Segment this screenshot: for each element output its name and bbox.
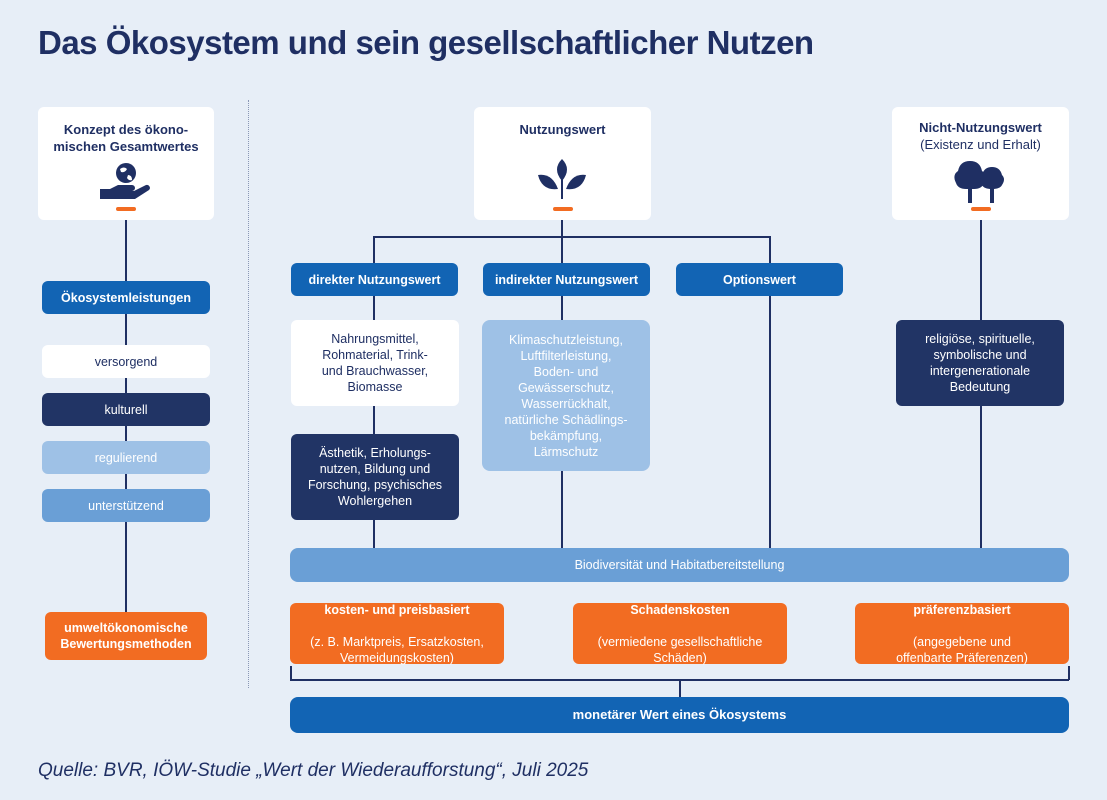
ecosystem-services-heading: Ökosystemleistungen [42, 281, 210, 314]
card-subtitle: (Existenz und Erhalt) [920, 137, 1041, 152]
total-economic-value-card: Konzept des ökono- mischen Gesamtwertes [38, 107, 214, 220]
card-title: Nutzungswert [519, 122, 606, 137]
method-title: präferenzbasiert [913, 602, 1011, 617]
method-damage-costs: Schadenskosten (vermiedene gesellschaftl… [573, 602, 787, 665]
service-type-provisioning: versorgend [42, 345, 210, 378]
method-detail: (vermiedene gesellschaftliche Schäden) [597, 634, 763, 665]
hand-globe-icon [100, 163, 150, 199]
plant-icon [538, 159, 586, 199]
method-cost-based: kosten- und preisbasiert (z. B. Marktpre… [290, 602, 504, 665]
method-detail: (angegebene und offenbarte Präferenzen) [896, 634, 1028, 665]
service-type-cultural: kulturell [42, 393, 210, 426]
bracket-left [290, 666, 292, 680]
option-value-label: Optionswert [676, 263, 843, 296]
method-title: Schadenskosten [630, 602, 730, 617]
trees-icon [954, 161, 1004, 203]
cultural-details: Ästhetik, Erholungs- nutzen, Bildung und… [291, 434, 459, 520]
method-preference-based: präferenzbasiert (angegebene und offenba… [855, 602, 1069, 665]
biodiversity-bar: Biodiversität und Habitatbereitstellung [290, 548, 1069, 582]
column-divider [248, 100, 249, 688]
accent-mark [116, 207, 136, 211]
connector-option [769, 236, 771, 548]
method-title: kosten- und preisbasiert [324, 602, 470, 617]
provisioning-details: Nahrungsmittel, Rohmaterial, Trink- und … [291, 320, 459, 406]
regulating-details: Klimaschutzleistung, Luftfilterleistung,… [482, 320, 650, 471]
indirect-use-value-label: indirekter Nutzungswert [483, 263, 650, 296]
bracket-right [1068, 666, 1070, 680]
accent-mark [552, 207, 573, 211]
service-type-supporting: unterstützend [42, 489, 210, 522]
method-detail: (z. B. Marktpreis, Ersatzkosten, Vermeid… [310, 634, 484, 665]
page-title: Das Ökosystem und sein gesellschaftliche… [38, 24, 814, 61]
valuation-methods-label: umweltökonomische Bewertungsmethoden [60, 621, 192, 651]
bracket-stem [679, 679, 681, 697]
non-use-value-card: Nicht-Nutzungswert (Existenz und Erhalt) [892, 107, 1069, 220]
service-type-regulating: regulierend [42, 441, 210, 474]
card-title: Nicht-Nutzungswert [919, 120, 1042, 135]
card-title: Konzept des ökono- mischen Gesamtwertes [53, 122, 199, 154]
direct-use-value-label: direkter Nutzungswert [291, 263, 458, 296]
non-use-details: religiöse, spirituelle, symbolische und … [896, 320, 1064, 406]
valuation-methods-box: umweltökonomische Bewertungsmethoden [45, 612, 207, 660]
monetary-value-bar: monetärer Wert eines Ökosystems [290, 697, 1069, 733]
source-note: Quelle: BVR, IÖW-Studie „Wert der Wieder… [38, 760, 589, 781]
accent-mark [970, 207, 991, 211]
use-value-card: Nutzungswert [474, 107, 651, 220]
connector-use-stem [561, 220, 563, 237]
connector-use-branch [373, 236, 770, 238]
